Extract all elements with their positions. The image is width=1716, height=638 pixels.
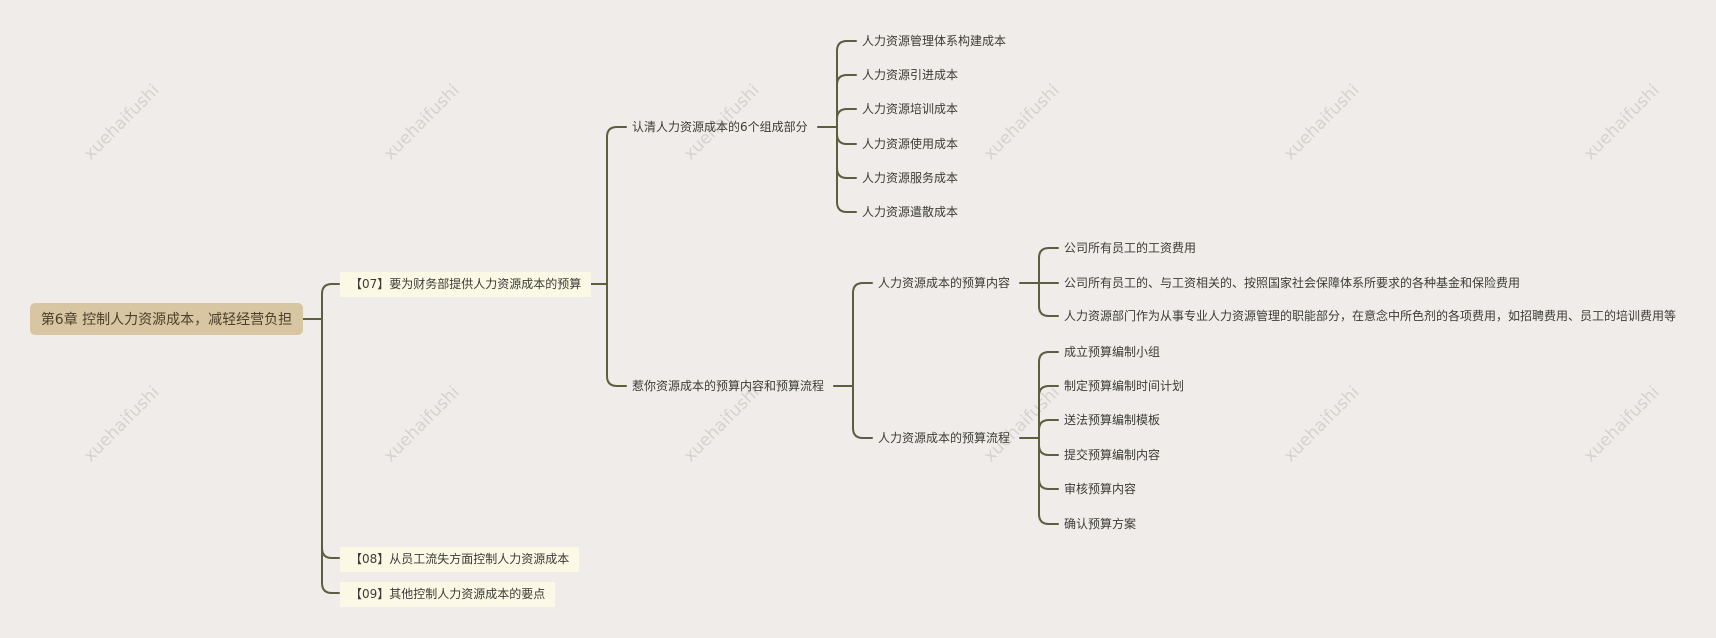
connector-proc-6 bbox=[1038, 437, 1059, 525]
connector-content-1 bbox=[1038, 247, 1059, 284]
component-item[interactable]: 人力资源引进成本 bbox=[862, 68, 959, 82]
connector-budget-content bbox=[852, 282, 873, 387]
connector-comp-5 bbox=[836, 126, 857, 179]
topic-budget[interactable]: 惹你资源成本的预算内容和预算流程 bbox=[632, 379, 825, 393]
connector-proc-3 bbox=[1038, 419, 1059, 439]
connector-comp-2 bbox=[836, 74, 857, 86]
topic-09[interactable]: 【09】其他控制人力资源成本的要点 bbox=[340, 582, 556, 607]
connector-comp-1 bbox=[836, 40, 857, 128]
content-item[interactable]: 人力资源部门作为从事专业人力资源管理的职能部分，在意念中所色剂的各项费用，如招聘… bbox=[1064, 309, 1677, 323]
connector-07-components bbox=[606, 126, 627, 285]
component-item[interactable]: 人力资源培训成本 bbox=[862, 102, 959, 116]
component-item[interactable]: 人力资源管理体系构建成本 bbox=[862, 34, 1007, 48]
process-item[interactable]: 制定预算编制时间计划 bbox=[1064, 379, 1185, 393]
topic-budget-process[interactable]: 人力资源成本的预算流程 bbox=[878, 431, 1011, 445]
topic-components[interactable]: 认清人力资源成本的6个组成部分 bbox=[632, 120, 808, 134]
connector-proc-4 bbox=[1038, 437, 1059, 456]
process-item[interactable]: 审核预算内容 bbox=[1064, 482, 1137, 496]
connector-root-08 bbox=[321, 318, 340, 559]
connector-07-budget bbox=[606, 283, 627, 387]
component-item[interactable]: 人力资源遣散成本 bbox=[862, 205, 959, 219]
process-item[interactable]: 成立预算编制小组 bbox=[1064, 345, 1161, 359]
connector-content-3 bbox=[1038, 282, 1059, 317]
root-topic[interactable]: 第6章 控制人力资源成本，减轻经营负担 bbox=[30, 303, 303, 335]
process-item[interactable]: 提交预算编制内容 bbox=[1064, 448, 1161, 462]
connector-root-09 bbox=[321, 547, 340, 594]
process-item[interactable]: 送法预算编制模板 bbox=[1064, 413, 1161, 427]
process-item[interactable]: 确认预算方案 bbox=[1064, 517, 1137, 531]
topic-budget-content[interactable]: 人力资源成本的预算内容 bbox=[878, 276, 1011, 290]
connector-proc-2 bbox=[1038, 385, 1059, 397]
content-item[interactable]: 公司所有员工的工资费用 bbox=[1064, 241, 1197, 255]
connector-comp-4 bbox=[836, 126, 857, 145]
connector-budget-process bbox=[852, 385, 873, 439]
component-item[interactable]: 人力资源使用成本 bbox=[862, 137, 959, 151]
connector-comp-6 bbox=[836, 126, 857, 213]
component-item[interactable]: 人力资源服务成本 bbox=[862, 171, 959, 185]
connector-proc-1 bbox=[1038, 351, 1059, 439]
connector-comp-3 bbox=[836, 108, 857, 128]
topic-07[interactable]: 【07】要为财务部提供人力资源成本的预算 bbox=[340, 272, 592, 297]
content-item[interactable]: 公司所有员工的、与工资相关的、按照国家社会保障体系所要求的各种基金和保险费用 bbox=[1064, 276, 1521, 290]
topic-08[interactable]: 【08】从员工流失方面控制人力资源成本 bbox=[340, 547, 580, 572]
connector-root-07 bbox=[321, 283, 340, 320]
connector-proc-5 bbox=[1038, 437, 1059, 490]
